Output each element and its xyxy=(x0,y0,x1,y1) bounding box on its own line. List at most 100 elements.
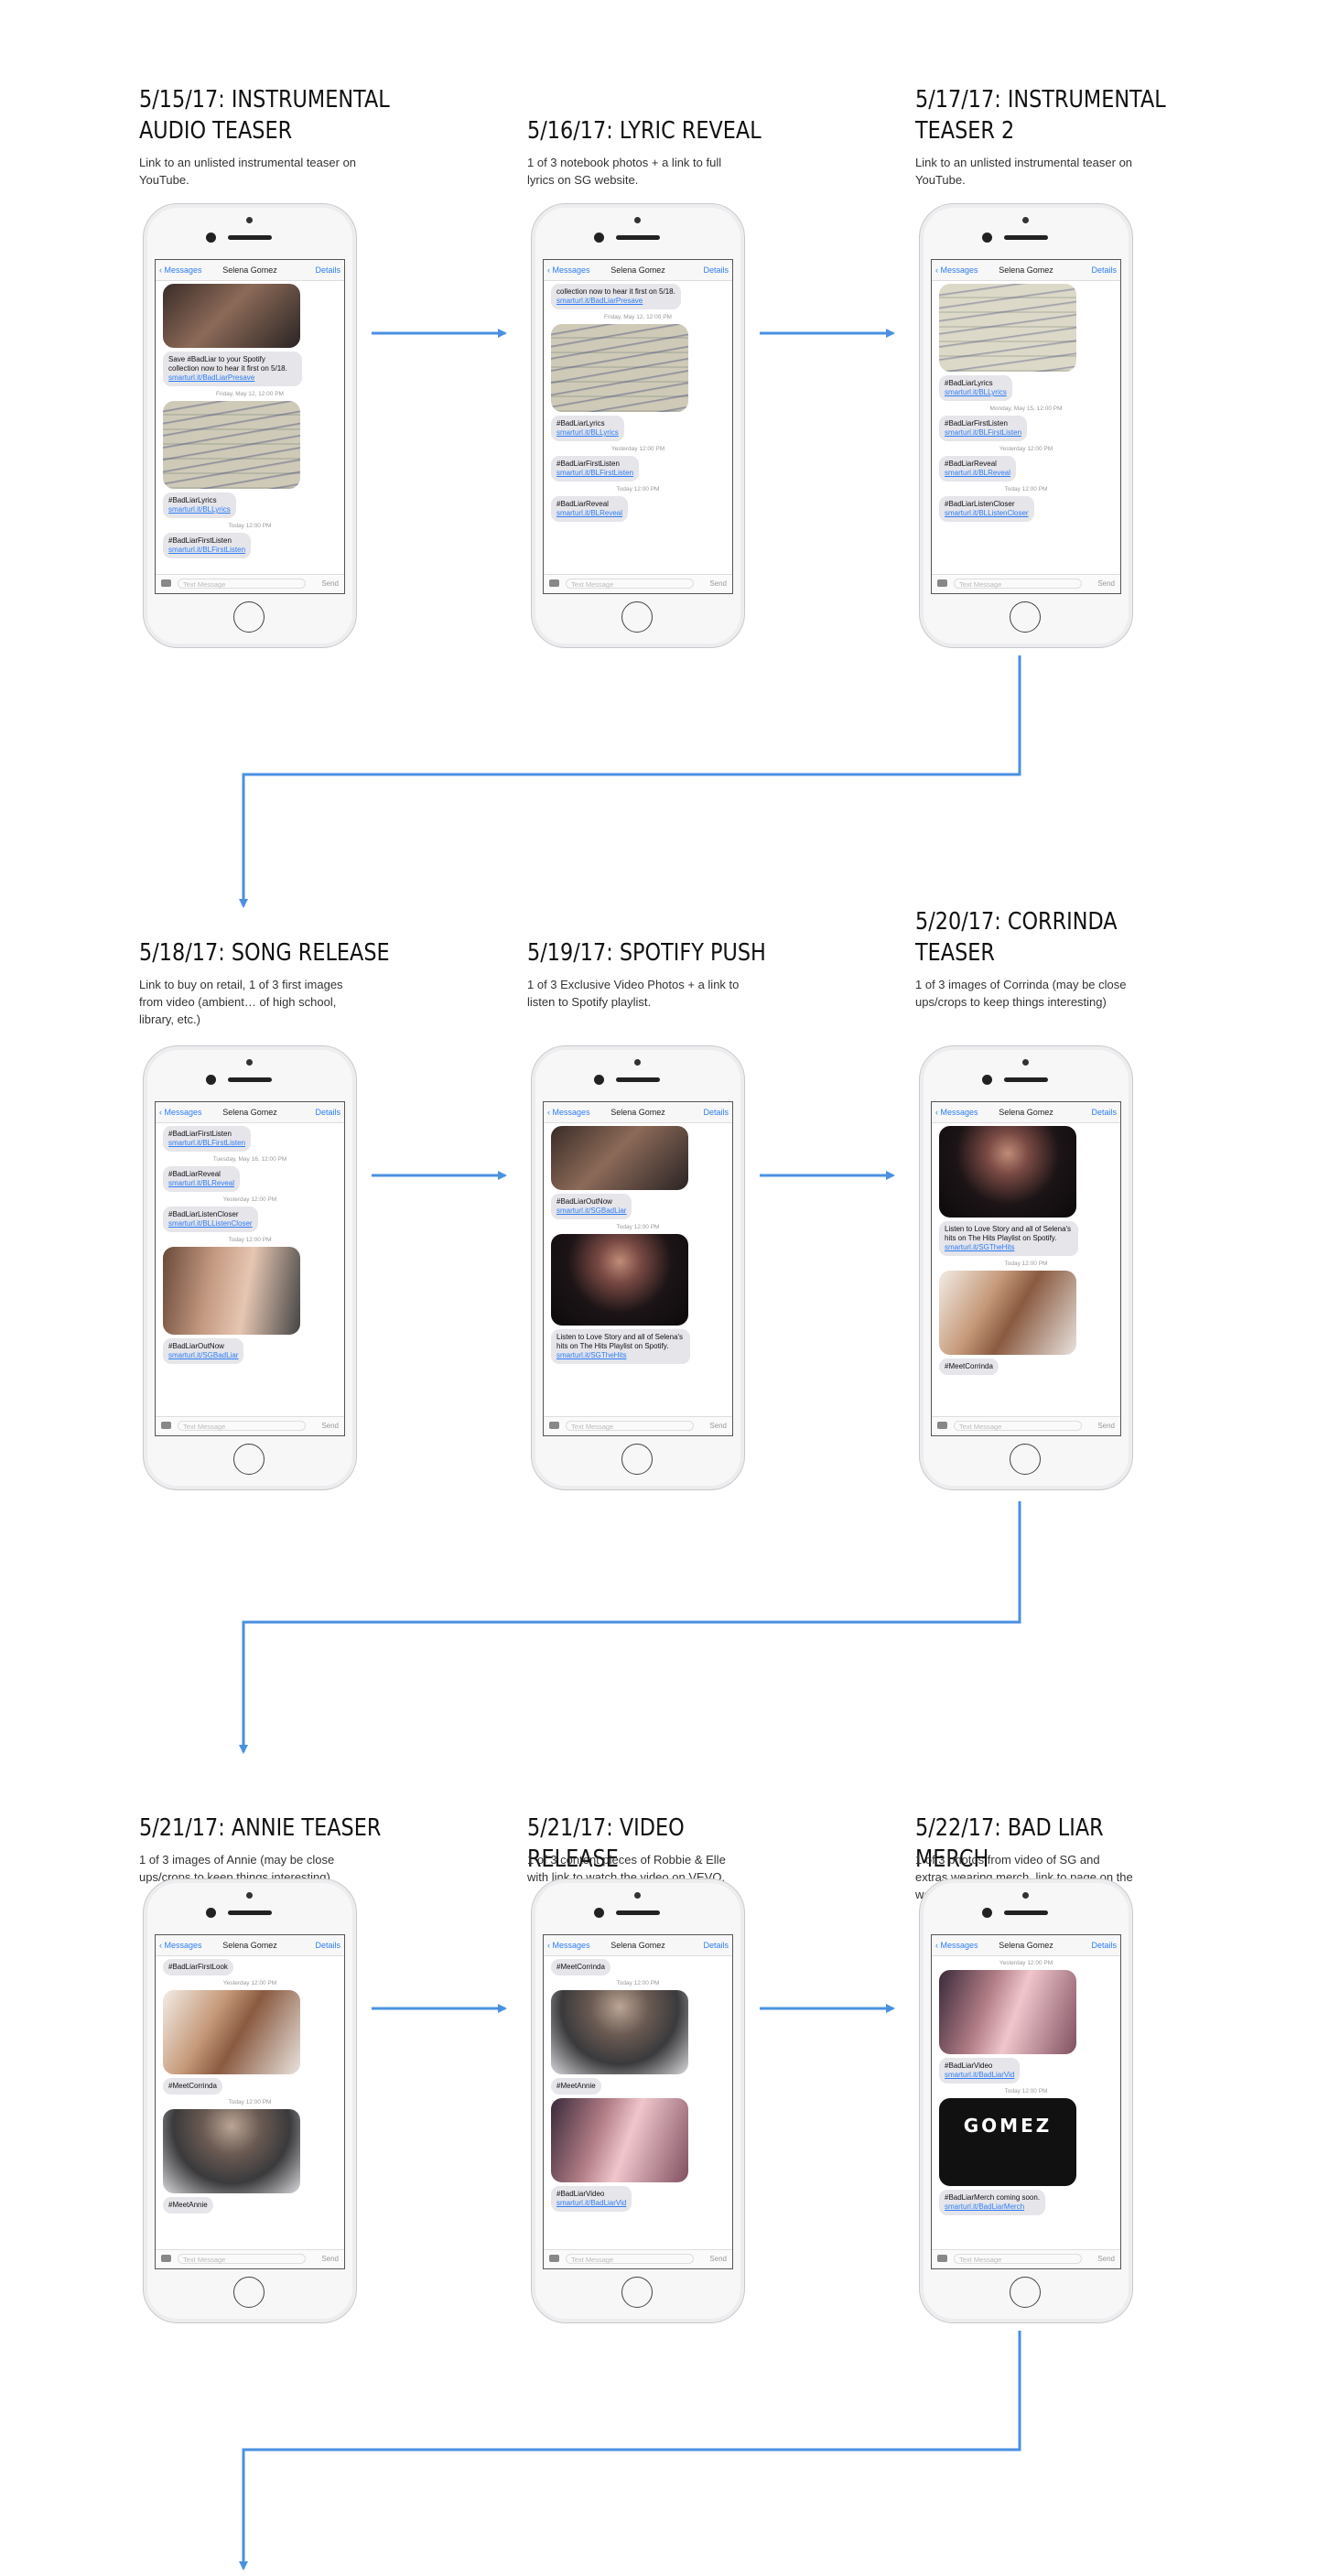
send-button[interactable]: Send xyxy=(321,2255,339,2263)
text-message-input[interactable]: Text Message xyxy=(954,2254,1082,2264)
send-button[interactable]: Send xyxy=(321,1422,339,1430)
message-link[interactable]: smarturl.it/BLFirstListen xyxy=(168,1139,246,1147)
back-button[interactable]: ‹ Messages xyxy=(935,265,978,275)
timestamp: Yesterday 12:00 PM xyxy=(610,446,665,452)
message-image[interactable] xyxy=(939,1126,1076,1218)
home-button[interactable] xyxy=(233,601,265,633)
text-message-input[interactable]: Text Message xyxy=(178,1421,306,1431)
message-image[interactable] xyxy=(163,2109,300,2193)
camera-icon[interactable] xyxy=(937,2255,947,2262)
home-button[interactable] xyxy=(1010,1444,1041,1475)
message-link[interactable]: smarturl.it/BLReveal xyxy=(556,509,623,517)
back-button[interactable]: ‹ Messages xyxy=(159,1108,202,1117)
message-link[interactable]: smarturl.it/BLReveal xyxy=(168,1179,235,1187)
details-button[interactable]: Details xyxy=(315,1941,340,1950)
message-link[interactable]: smarturl.it/BLFirstListen xyxy=(556,469,634,477)
send-button[interactable]: Send xyxy=(1097,579,1115,588)
message-image[interactable] xyxy=(551,324,688,412)
message-link[interactable]: smarturl.it/BLListenCloser xyxy=(168,1219,253,1228)
message-image[interactable] xyxy=(551,1126,688,1190)
camera-icon[interactable] xyxy=(161,2255,171,2262)
message-image[interactable]: GOMEZ xyxy=(939,2098,1076,2186)
message-link[interactable]: smarturl.it/BLLyrics xyxy=(168,505,231,514)
camera-icon[interactable] xyxy=(937,1422,947,1429)
send-button[interactable]: Send xyxy=(1097,1422,1115,1430)
message-image[interactable] xyxy=(551,1234,688,1326)
back-button[interactable]: ‹ Messages xyxy=(159,265,202,275)
message-link[interactable]: smarturl.it/BLReveal xyxy=(945,469,1011,477)
front-sensor-icon xyxy=(246,1892,253,1899)
home-button[interactable] xyxy=(621,601,653,633)
details-button[interactable]: Details xyxy=(315,1108,340,1117)
send-button[interactable]: Send xyxy=(1097,2255,1115,2263)
message-image[interactable] xyxy=(939,1271,1076,1355)
message-link[interactable]: smarturl.it/BLListenCloser xyxy=(945,509,1029,517)
camera-icon[interactable] xyxy=(549,579,559,587)
message-image[interactable] xyxy=(163,401,300,489)
message-link[interactable]: smarturl.it/BadLiarMerch xyxy=(945,2203,1025,2211)
home-button[interactable] xyxy=(621,1444,653,1475)
home-button[interactable] xyxy=(233,1444,265,1475)
message-link[interactable]: smarturl.it/SGBadLiar xyxy=(168,1351,239,1359)
message-image[interactable] xyxy=(163,1990,300,2074)
back-button[interactable]: ‹ Messages xyxy=(935,1941,978,1950)
message-link[interactable]: smarturl.it/BadLiarPresave xyxy=(556,297,643,305)
step-title: 5/15/17: INSTRUMENTAL AUDIO TEASER xyxy=(139,86,390,145)
message-link[interactable]: smarturl.it/BLFirstListen xyxy=(945,428,1022,437)
send-button[interactable]: Send xyxy=(709,1422,727,1430)
message-link[interactable]: smarturl.it/BadLiarVid xyxy=(945,2071,1015,2079)
camera-icon[interactable] xyxy=(937,579,947,587)
details-button[interactable]: Details xyxy=(315,265,340,275)
camera-icon[interactable] xyxy=(549,1422,559,1429)
message-image[interactable] xyxy=(551,2098,688,2182)
details-button[interactable]: Details xyxy=(1091,1941,1117,1950)
send-button[interactable]: Send xyxy=(709,579,727,588)
back-button[interactable]: ‹ Messages xyxy=(547,1108,590,1117)
details-button[interactable]: Details xyxy=(703,265,729,275)
front-sensor-icon xyxy=(1022,1892,1029,1899)
message-image[interactable] xyxy=(939,284,1076,372)
back-button[interactable]: ‹ Messages xyxy=(935,1108,978,1117)
message-link[interactable]: smarturl.it/SGTheHits xyxy=(945,1243,1015,1251)
text-message-input[interactable]: Text Message xyxy=(566,2254,694,2264)
home-button[interactable] xyxy=(621,2277,653,2308)
message-image[interactable] xyxy=(163,1247,300,1335)
message-link[interactable]: smarturl.it/BLLyrics xyxy=(556,428,619,437)
text-message-input[interactable]: Text Message xyxy=(566,1421,694,1431)
home-button[interactable] xyxy=(1010,2277,1041,2308)
home-button[interactable] xyxy=(1010,601,1041,633)
details-button[interactable]: Details xyxy=(703,1941,729,1950)
back-button[interactable]: ‹ Messages xyxy=(159,1941,202,1950)
message-text: #MeetCorrinda xyxy=(168,2082,217,2090)
message-link[interactable]: smarturl.it/SGBadLiar xyxy=(556,1207,627,1215)
details-button[interactable]: Details xyxy=(1091,1108,1117,1117)
message-image[interactable] xyxy=(551,1990,688,2074)
send-button[interactable]: Send xyxy=(321,579,339,588)
text-message-input[interactable]: Text Message xyxy=(954,1421,1082,1431)
camera-icon[interactable] xyxy=(549,2255,559,2262)
message-link[interactable]: smarturl.it/BLFirstListen xyxy=(168,546,246,554)
camera-icon[interactable] xyxy=(161,579,171,587)
message-image[interactable] xyxy=(939,1970,1076,2054)
message-link[interactable]: smarturl.it/SGTheHits xyxy=(556,1351,627,1359)
camera-icon[interactable] xyxy=(161,1422,171,1429)
speaker-grille xyxy=(1004,1910,1048,1915)
message-link[interactable]: smarturl.it/BLLyrics xyxy=(945,388,1007,396)
message-image[interactable] xyxy=(163,284,300,348)
text-message-input[interactable]: Text Message xyxy=(178,2254,306,2264)
text-message-input[interactable]: Text Message xyxy=(566,579,694,589)
back-button[interactable]: ‹ Messages xyxy=(547,265,590,275)
text-message-input[interactable]: Text Message xyxy=(178,579,306,589)
send-button[interactable]: Send xyxy=(709,2255,727,2263)
text-message-input[interactable]: Text Message xyxy=(954,579,1082,589)
message-link[interactable]: smarturl.it/BadLiarPresave xyxy=(168,373,255,382)
details-button[interactable]: Details xyxy=(1091,265,1117,275)
details-button[interactable]: Details xyxy=(703,1108,729,1117)
back-button[interactable]: ‹ Messages xyxy=(547,1941,590,1950)
home-button[interactable] xyxy=(233,2277,265,2308)
timestamp: Friday, May 12, 12:00 PM xyxy=(604,314,672,320)
message-link[interactable]: smarturl.it/BadLiarVid xyxy=(556,2199,627,2207)
